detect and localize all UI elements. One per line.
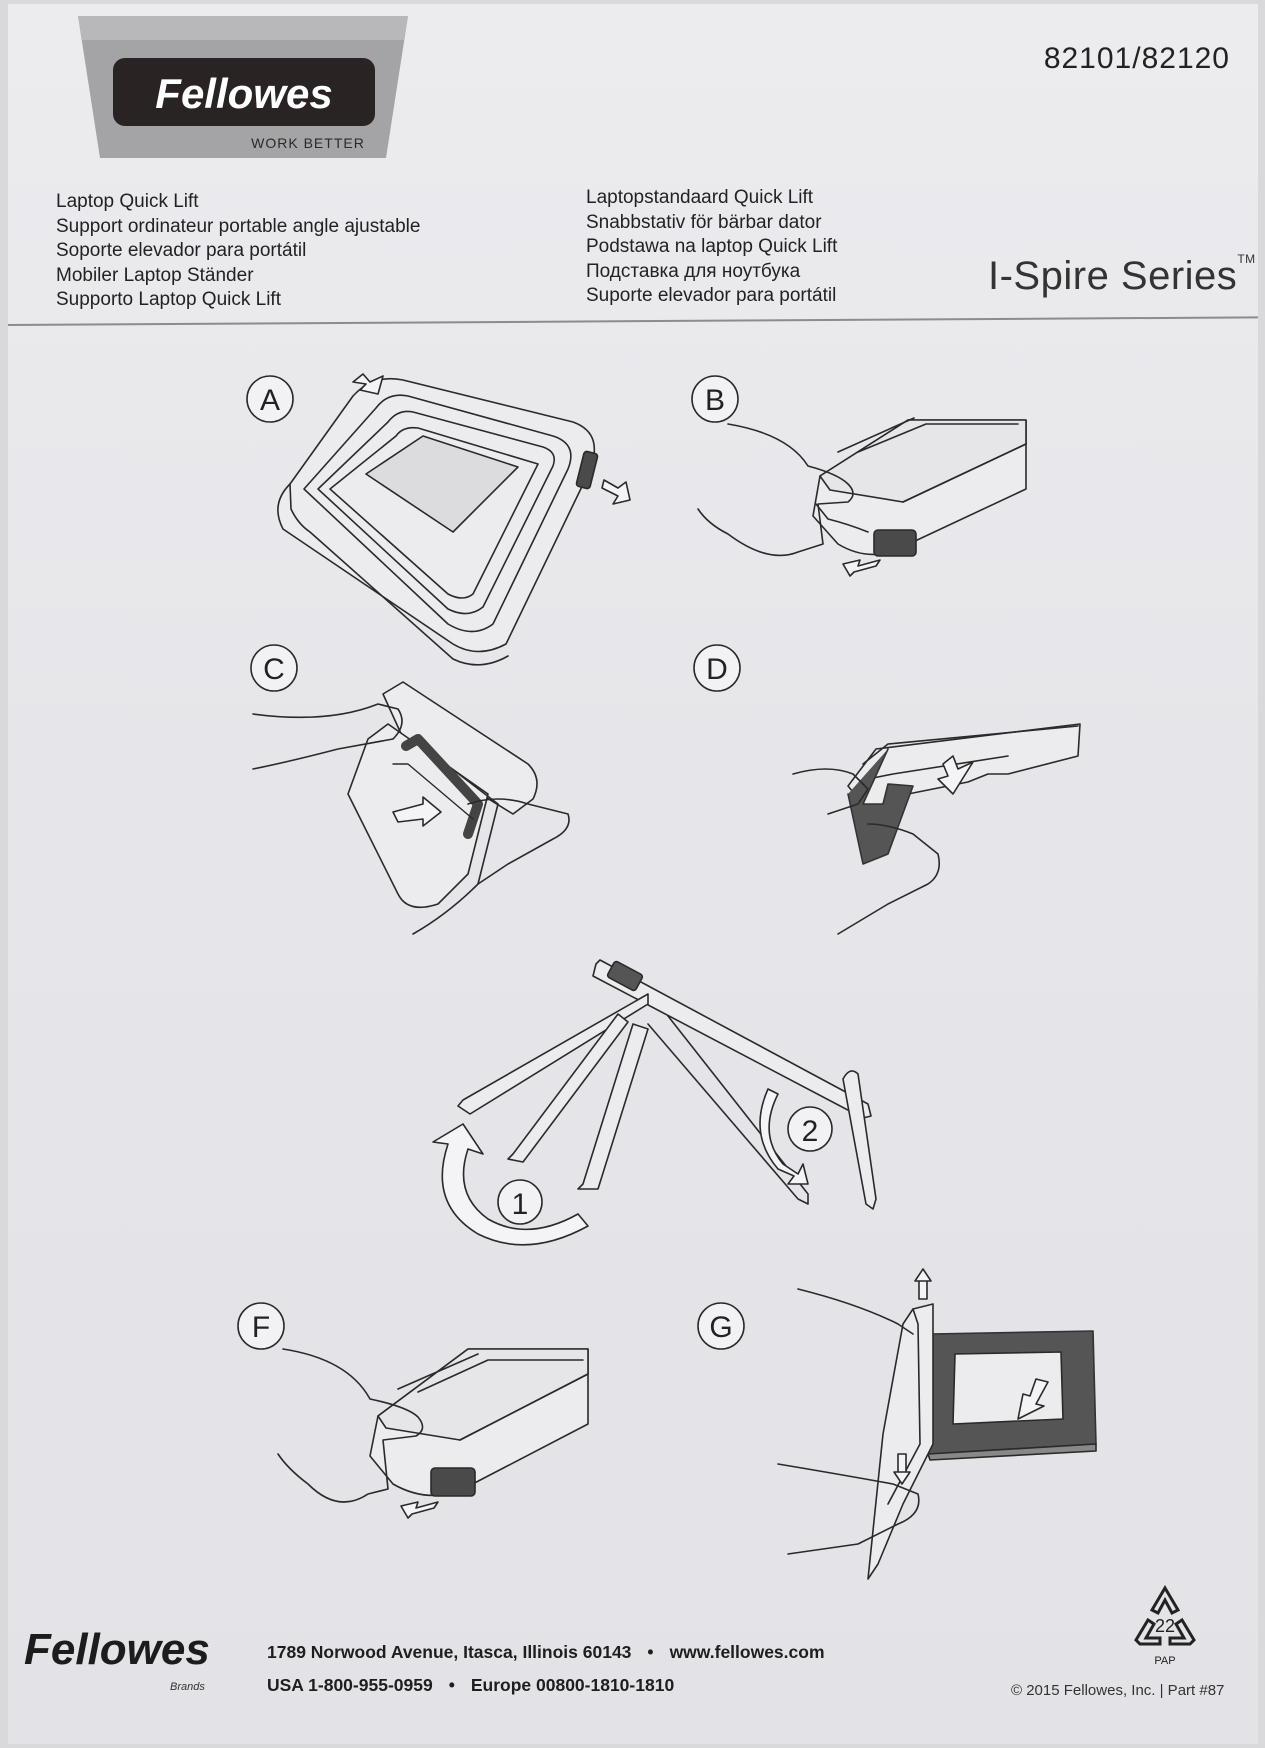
step-f-label: F — [252, 1311, 270, 1344]
title-nl: Laptopstandaard Quick Lift — [586, 187, 814, 208]
bullet-separator: • — [448, 1675, 455, 1695]
company-address: 1789 Norwood Avenue, Itasca, Illinois 60… — [267, 1642, 632, 1662]
step-g-label: G — [709, 1311, 732, 1344]
europe-phone: Europe 00800-1810-1810 — [470, 1675, 675, 1695]
step-g-illustration: G — [697, 1268, 1097, 1580]
title-de: Mobiler Laptop Ständer — [56, 264, 254, 286]
title-it: Supporto Laptop Quick Lift — [56, 289, 281, 310]
svg-text:Fellowes: Fellowes — [24, 1625, 210, 1674]
bullet-separator: • — [647, 1642, 654, 1662]
step-a-illustration: A — [246, 373, 631, 666]
rotation-marker-2: 2 — [802, 1115, 819, 1148]
step-b-label: B — [705, 384, 725, 417]
step-d-illustration: D — [693, 644, 1081, 935]
product-titles-right: Laptopstandaard Quick Lift Snabbstativ f… — [586, 186, 837, 309]
fellowes-logo-banner: Fellowes WORK BETTER — [78, 16, 408, 158]
title-ru: Подставка для ноутбука — [586, 260, 801, 282]
copyright-notice: © 2015 Fellowes, Inc. | Part #87 — [1011, 1682, 1225, 1699]
step-d-label: D — [706, 653, 728, 686]
step-b-illustration: B — [691, 375, 1027, 577]
step-e-illustration: 1 2 — [432, 959, 877, 1246]
website-link[interactable]: www.fellowes.com — [669, 1642, 825, 1662]
instruction-illustrations: A B C — [237, 373, 1097, 1580]
step-a-label: A — [260, 384, 280, 417]
step-c-illustration: C — [250, 644, 570, 935]
trademark-mark: TM — [1237, 252, 1256, 266]
svg-text:WORK BETTER: WORK BETTER — [251, 135, 365, 151]
step-c-label: C — [263, 653, 285, 686]
product-titles-left: Laptop Quick Lift Support ordinateur por… — [56, 190, 420, 313]
footer-address-line: 1789 Norwood Avenue, Itasca, Illinois 60… — [267, 1642, 825, 1663]
title-pt: Suporte elevador para portátil — [586, 285, 837, 306]
svg-text:Brands: Brands — [170, 1681, 205, 1693]
svg-text:PAP: PAP — [1154, 1655, 1175, 1667]
title-fr: Support ordinateur portable angle ajusta… — [56, 215, 421, 237]
instruction-sheet: Fellowes WORK BETTER 82101/82120 Laptop … — [8, 4, 1258, 1744]
svg-text:Fellowes: Fellowes — [155, 70, 332, 117]
svg-text:22: 22 — [1155, 1616, 1175, 1636]
title-en: Laptop Quick Lift — [56, 191, 199, 212]
usa-phone: USA 1-800-955-0959 — [267, 1675, 433, 1695]
title-pl: Podstawa na laptop Quick Lift — [586, 236, 838, 257]
model-number: 82101/82120 — [1043, 42, 1230, 75]
recycle-icon: 22 PAP — [1134, 1585, 1196, 1667]
rotation-marker-1: 1 — [512, 1188, 529, 1221]
footer-phone-line: USA 1-800-955-0959 • Europe 00800-1810-181… — [267, 1675, 674, 1696]
title-sv: Snabbstativ för bärbar dator — [586, 211, 822, 233]
fellowes-brands-footer-logo: Fellowes Brands — [24, 1625, 210, 1693]
series-name: I-Spire SeriesTM — [988, 252, 1256, 298]
title-es: Soporte elevador para portátil — [56, 240, 307, 261]
step-f-illustration: F — [237, 1302, 589, 1519]
